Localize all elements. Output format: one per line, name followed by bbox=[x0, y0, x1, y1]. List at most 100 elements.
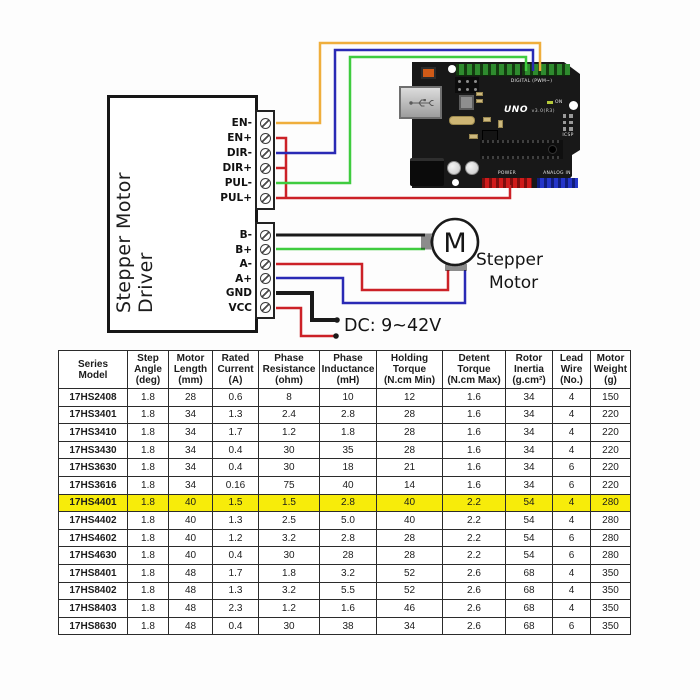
table-cell: 1.8 bbox=[127, 581, 169, 601]
model-cell: 17HS8403 bbox=[58, 599, 128, 618]
model-cell: 17HS4401 bbox=[58, 493, 128, 513]
table-cell: 220 bbox=[590, 458, 631, 477]
table-cell: 0.16 bbox=[212, 475, 259, 495]
table-cell: 48 bbox=[168, 581, 213, 601]
table-cell: 10 bbox=[319, 388, 377, 407]
table-cell: 54 bbox=[505, 528, 553, 548]
table-cell: 150 bbox=[590, 388, 631, 407]
wire-end-dot bbox=[334, 317, 340, 323]
terminal-label: PUL- bbox=[224, 177, 252, 189]
table-cell: 1.6 bbox=[442, 440, 506, 460]
table-cell: 48 bbox=[168, 563, 213, 583]
table-cell: 48 bbox=[168, 599, 213, 618]
table-cell: 3.2 bbox=[258, 581, 320, 601]
screw-terminal-icon bbox=[259, 287, 271, 299]
terminal-label: A- bbox=[239, 258, 252, 270]
table-cell: 6 bbox=[552, 458, 591, 477]
table-cell: 34 bbox=[505, 475, 553, 495]
table-cell: 6 bbox=[552, 616, 591, 636]
table-cell: 34 bbox=[376, 616, 443, 636]
table-cell: 2.8 bbox=[319, 405, 377, 425]
table-cell: 68 bbox=[505, 616, 553, 636]
table-cell: 0.4 bbox=[212, 616, 259, 636]
table-cell: 40 bbox=[376, 493, 443, 513]
table-cell: 280 bbox=[590, 511, 631, 530]
uno-version: v3.0(R3) bbox=[531, 109, 555, 114]
on-label: ON bbox=[555, 100, 563, 105]
model-cell: 17HS3630 bbox=[58, 458, 128, 477]
table-cell: 30 bbox=[258, 458, 320, 477]
table-cell: 1.7 bbox=[212, 423, 259, 442]
table-cell: 3.2 bbox=[319, 563, 377, 583]
table-cell: 28 bbox=[376, 546, 443, 565]
table-cell: 35 bbox=[319, 440, 377, 460]
digital-header-left bbox=[456, 64, 520, 76]
capacitor bbox=[447, 161, 461, 175]
table-cell: 4 bbox=[552, 493, 591, 513]
icsp-label: ICSP bbox=[562, 133, 574, 138]
analog-pin-strip bbox=[537, 178, 578, 188]
table-cell: 40 bbox=[376, 511, 443, 530]
table-cell: 4 bbox=[552, 440, 591, 460]
table-cell: 34 bbox=[168, 475, 213, 495]
model-cell: 17HS3410 bbox=[58, 423, 128, 442]
terminal-label: PUL+ bbox=[220, 192, 252, 204]
table-cell: 68 bbox=[505, 581, 553, 601]
smd-component bbox=[476, 92, 483, 96]
table-cell: 2.6 bbox=[442, 616, 506, 636]
table-cell: 54 bbox=[505, 493, 553, 513]
table-cell: 2.5 bbox=[258, 511, 320, 530]
uno-logo: UNO v3.0(R3) bbox=[504, 105, 555, 115]
table-cell: 1.7 bbox=[212, 563, 259, 583]
table-cell: 21 bbox=[376, 458, 443, 477]
table-cell: 28 bbox=[168, 388, 213, 407]
table-cell: 1.8 bbox=[127, 599, 169, 618]
table-cell: 34 bbox=[168, 423, 213, 442]
reset-button bbox=[421, 67, 436, 79]
wire-en-plus bbox=[276, 136, 288, 198]
table-cell: 1.6 bbox=[442, 423, 506, 442]
wire-end-dot bbox=[333, 333, 339, 339]
wire-gnd bbox=[276, 291, 336, 322]
on-led bbox=[547, 101, 553, 104]
motor-circle bbox=[430, 217, 480, 267]
table-header-cell: Phase Inductance (mH) bbox=[319, 350, 377, 389]
table-cell: 54 bbox=[505, 546, 553, 565]
analog-pins-label: ANALOG IN bbox=[543, 171, 571, 176]
table-cell: 4 bbox=[552, 563, 591, 583]
dc-supply-label: DC: 9~42V bbox=[344, 316, 442, 336]
icsp-header bbox=[562, 114, 573, 131]
table-cell: 220 bbox=[590, 440, 631, 460]
table-cell: 1.3 bbox=[212, 405, 259, 425]
table-cell: 220 bbox=[590, 405, 631, 425]
table-cell: 0.4 bbox=[212, 458, 259, 477]
table-cell: 2.6 bbox=[442, 563, 506, 583]
table-cell: 2.6 bbox=[442, 599, 506, 618]
screw-terminal-icon bbox=[259, 147, 271, 159]
model-cell: 17HS8630 bbox=[58, 616, 128, 636]
table-cell: 4 bbox=[552, 581, 591, 601]
model-cell: 17HS8401 bbox=[58, 563, 128, 583]
table-cell: 1.8 bbox=[127, 511, 169, 530]
resonator-chip bbox=[459, 95, 474, 110]
table-cell: 40 bbox=[168, 511, 213, 530]
table-cell: 1.5 bbox=[212, 493, 259, 513]
table-cell: 1.2 bbox=[258, 423, 320, 442]
uno-label: UNO bbox=[504, 105, 528, 115]
smd-component bbox=[498, 120, 503, 128]
table-cell: 1.8 bbox=[127, 458, 169, 477]
screw-terminal-icon bbox=[259, 132, 271, 144]
table-header-cell: Motor Weight (g) bbox=[590, 350, 631, 389]
table-cell: 1.8 bbox=[127, 546, 169, 565]
terminal-label: DIR+ bbox=[222, 162, 252, 174]
table-cell: 280 bbox=[590, 528, 631, 548]
table-cell: 1.8 bbox=[127, 616, 169, 636]
table-cell: 30 bbox=[258, 546, 320, 565]
table-cell: 350 bbox=[590, 599, 631, 618]
model-cell: 17HS4602 bbox=[58, 528, 128, 548]
